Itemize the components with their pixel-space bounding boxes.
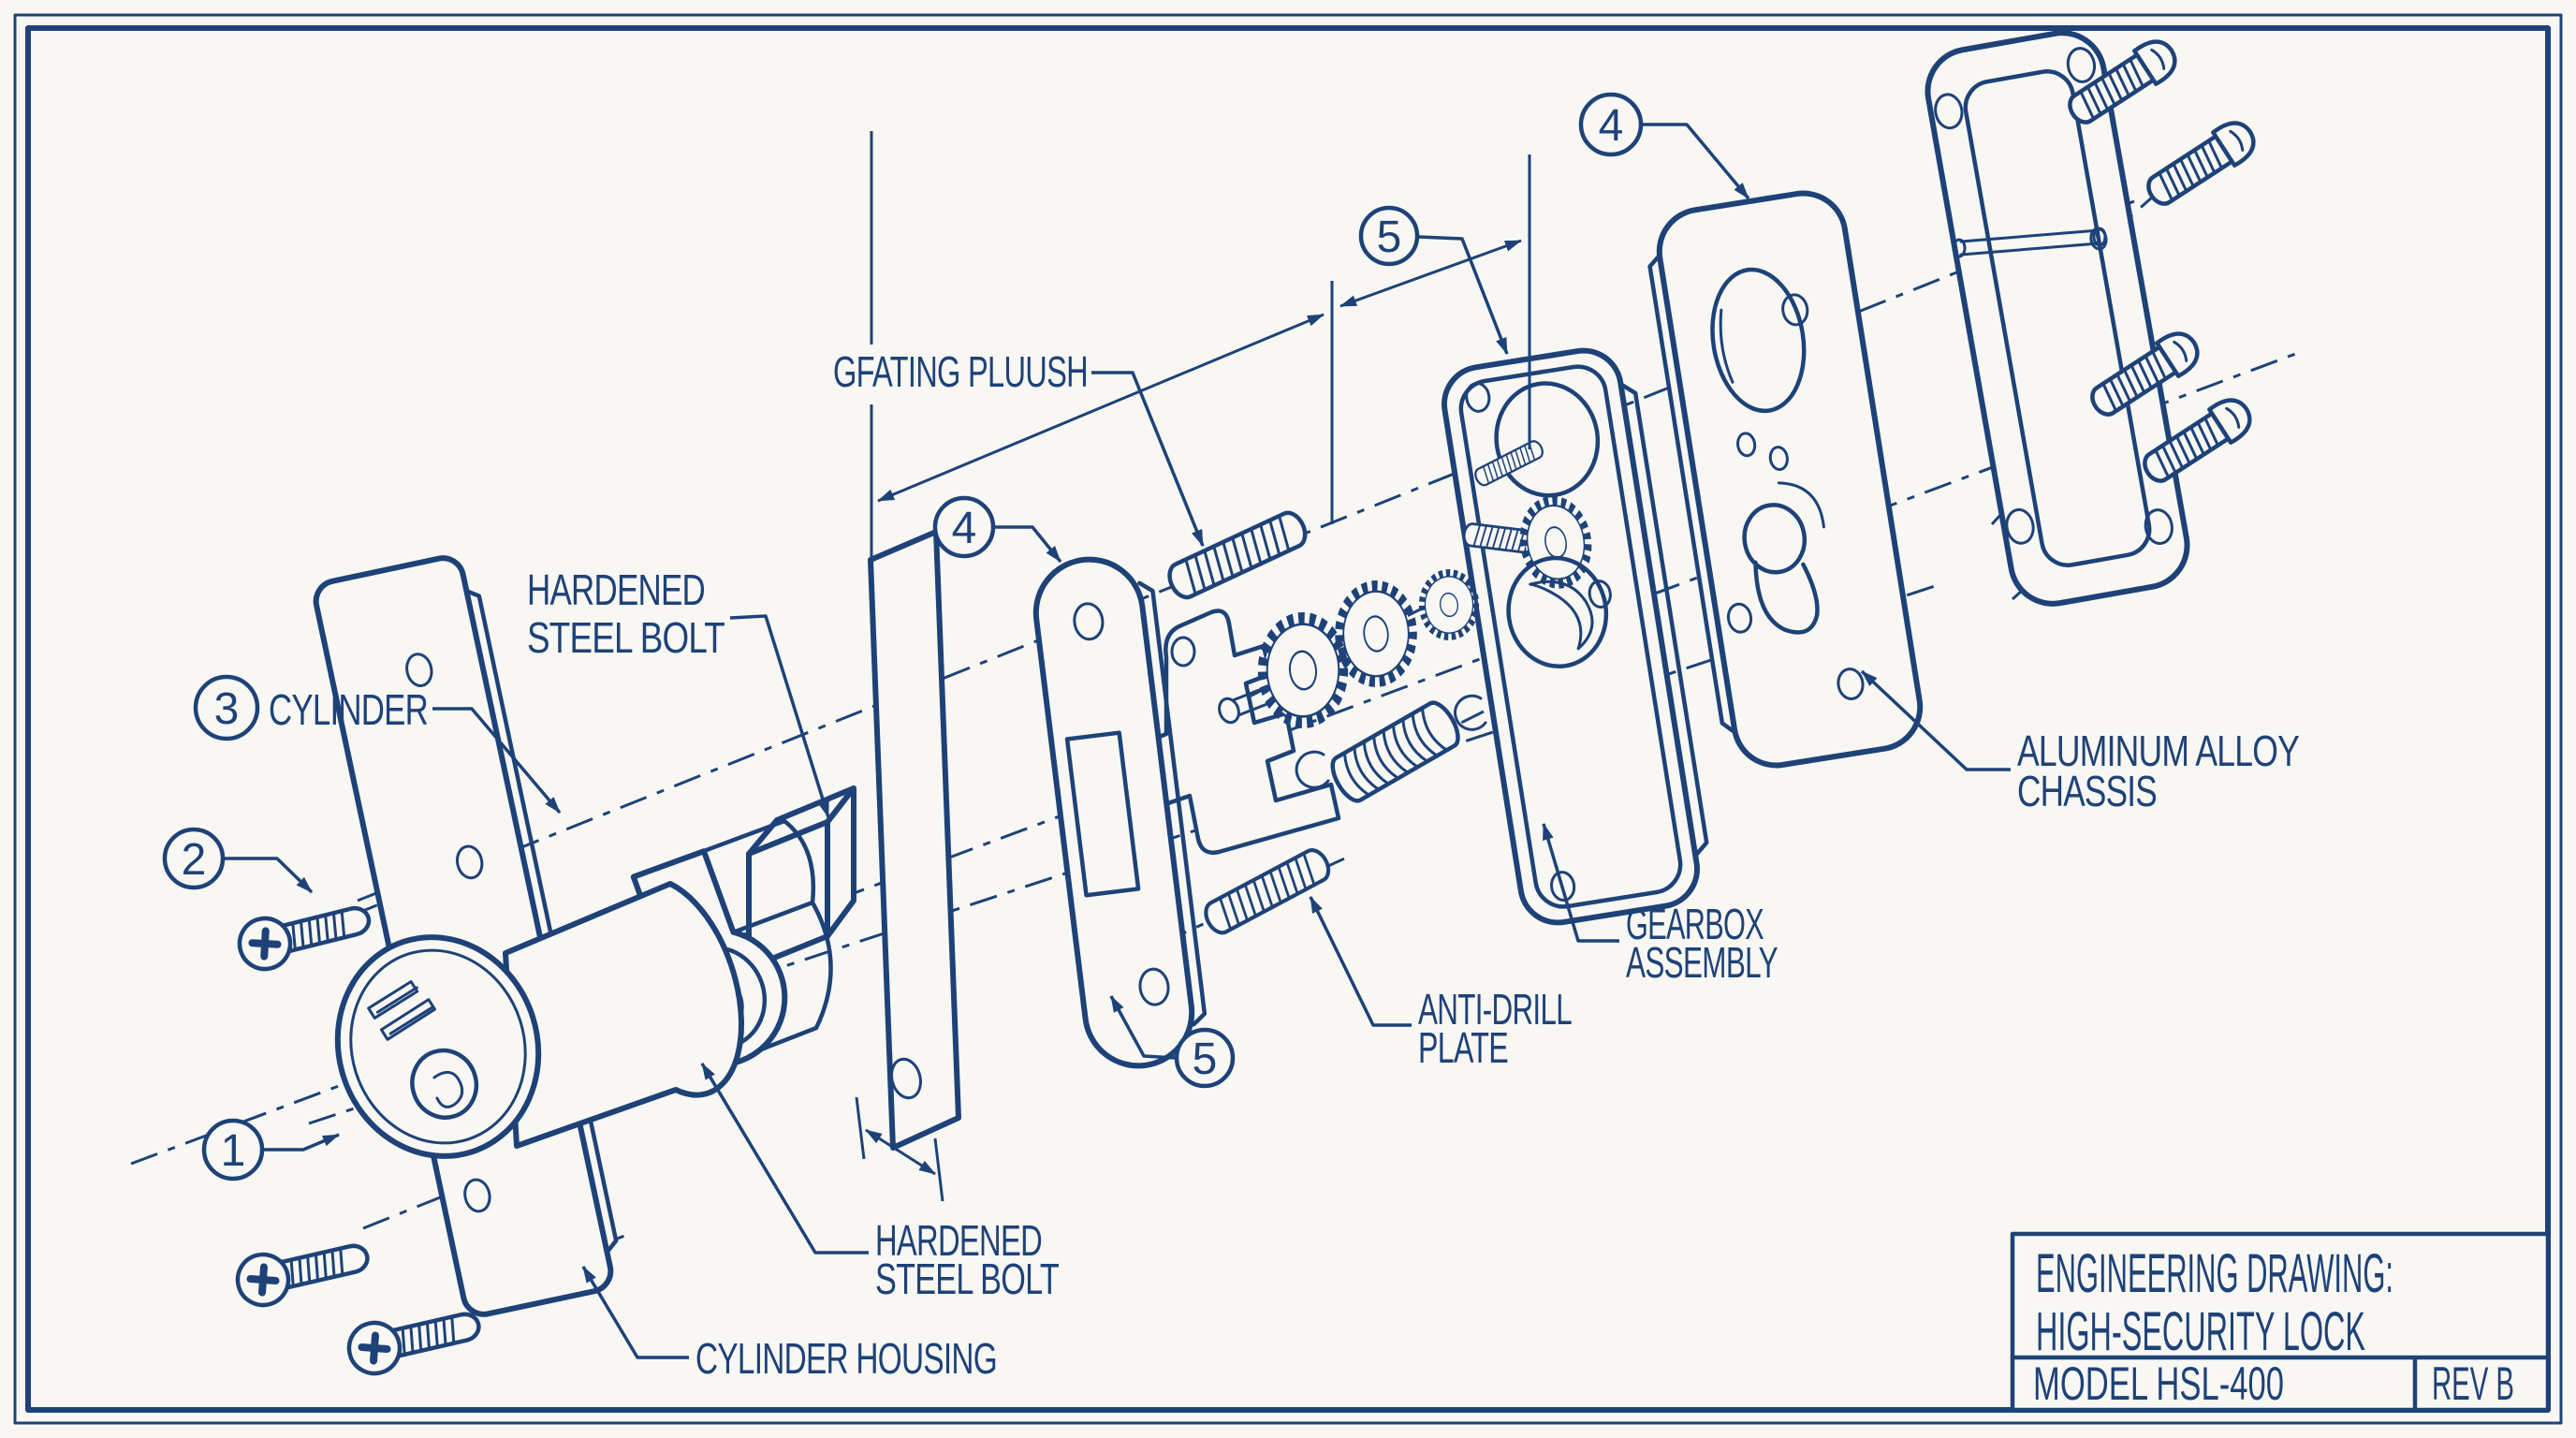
title-line1: ENGINEERING DRAWING:: [2036, 1243, 2393, 1304]
part-faceplate: [1032, 556, 1208, 1069]
part-labels: CYLINDER GFATING PLUUSH HARDENED STEEL B…: [269, 347, 2300, 1383]
label-chassis-line2: CHASSIS: [2017, 767, 2157, 815]
connector-pin: [1952, 227, 2107, 258]
label-grating-plush: GFATING PLUUSH: [833, 347, 1088, 396]
label-anti-drill-line1: ANTI-DRILL: [1418, 985, 1572, 1034]
label-cylinder-housing: CYLINDER HOUSING: [695, 1334, 997, 1383]
rear-cover-plate: [1925, 30, 2190, 607]
bolt-plate: [868, 529, 961, 1151]
leader-callout-5-top: [1418, 235, 1509, 355]
callout-1: 1: [201, 1118, 265, 1181]
leader-callout-2: [225, 857, 314, 894]
label-hardened-steel-bolt-top-line1: HARDENED: [527, 565, 705, 614]
part-aluminum-alloy-chassis: [1647, 190, 1924, 769]
callout-5-top: 5: [1358, 205, 1420, 267]
callout-5-bottom: 5: [1174, 1027, 1236, 1089]
callout-4-left-number: 4: [952, 504, 977, 553]
leader-lines: [225, 123, 2011, 1359]
callout-1-number: 1: [221, 1126, 246, 1176]
title-line2: HIGH-SECURITY LOCK: [2036, 1301, 2365, 1362]
gear-train: [1218, 565, 1483, 737]
callout-5-bottom-number: 5: [1193, 1034, 1218, 1084]
callout-balloons: 3 2 1 4 4 5 5: [162, 92, 1644, 1181]
c-clip-left: [1295, 750, 1330, 789]
c-clip-right: [1454, 694, 1487, 731]
leader-aluminum-chassis: [1860, 669, 2011, 771]
leader-callout-5-bottom: [1109, 995, 1176, 1060]
callout-3-number: 3: [214, 684, 240, 734]
label-hardened-steel-bolt-top-line2: STEEL BOLT: [527, 613, 725, 662]
leader-grating-plush: [1091, 371, 1205, 547]
label-hardened-steel-bolt-bottom-line2: STEEL BOLT: [875, 1255, 1060, 1303]
title-model: MODEL HSL-400: [2033, 1357, 2284, 1410]
drawing-border: [13, 13, 2563, 1425]
leader-callout-1: [264, 1133, 340, 1152]
label-chassis-line1: ALUMINUM ALLOY: [2017, 726, 2299, 775]
leader-anti-drill-plate: [1309, 896, 1412, 1027]
label-gearbox-line2: ASSEMBLY: [1626, 938, 1778, 987]
leader-cylinder: [432, 707, 562, 814]
label-hardened-steel-bolt-bottom-line1: HARDENED: [875, 1216, 1042, 1265]
title-block: ENGINEERING DRAWING: HIGH-SECURITY LOCK …: [2010, 1231, 2551, 1413]
leader-callout-4-right: [1643, 123, 1750, 200]
part-gearbox-assembly: [1442, 347, 1709, 926]
dimensions: [855, 131, 1531, 1202]
leader-cylinder-housing: [581, 1266, 689, 1359]
leader-callout-4-left: [995, 525, 1062, 564]
label-gearbox-line1: GEARBOX: [1626, 900, 1764, 948]
callout-5-top-number: 5: [1377, 213, 1402, 262]
part-cylinder: [334, 881, 744, 1159]
callout-4-right-number: 4: [1599, 101, 1624, 151]
leader-gearbox-assembly: [1542, 823, 1619, 943]
callout-4-left: 4: [932, 495, 996, 559]
title-rev: REV B: [2432, 1357, 2514, 1410]
label-anti-drill-line2: PLATE: [1418, 1023, 1508, 1072]
callout-4-right: 4: [1578, 92, 1644, 157]
leader-hardened-steel-bolt-bottom: [700, 1063, 869, 1255]
callout-2: 2: [162, 827, 226, 890]
label-cylinder: CYLINDER: [269, 685, 428, 734]
callout-3: 3: [193, 674, 260, 741]
leader-hardened-steel-bolt-top: [729, 614, 830, 818]
callout-2-number: 2: [182, 835, 207, 885]
